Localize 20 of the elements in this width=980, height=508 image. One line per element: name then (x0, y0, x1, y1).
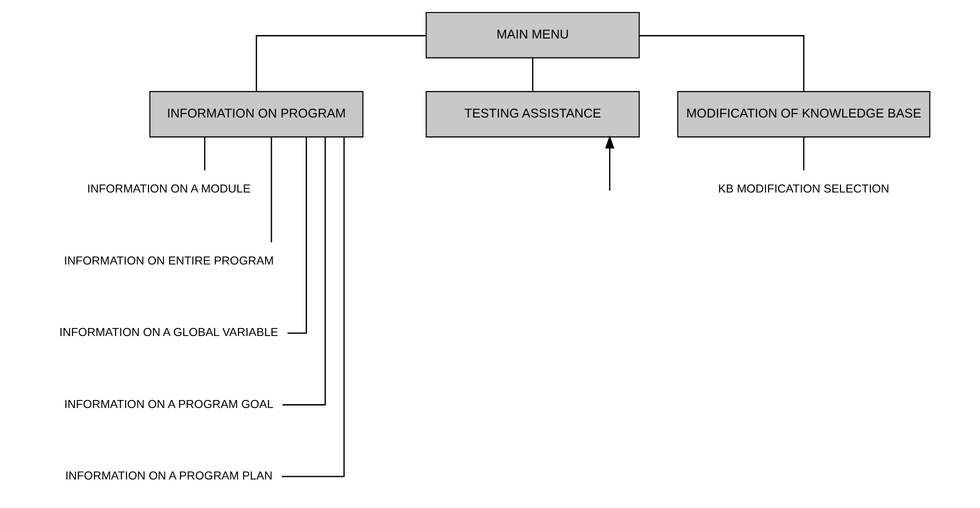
node-text: INFORMATION ON A GLOBAL VARIABLE (59, 326, 278, 340)
node-text: INFORMATION ON A PROGRAM PLAN (65, 469, 272, 482)
node-text: INFORMATION ON ENTIRE PROGRAM (64, 254, 274, 268)
connector (532, 58, 534, 92)
node-text: INFORMATION ON A MODULE (87, 182, 251, 196)
connector (803, 137, 804, 170)
node-box: INFORMATION ON PROGRAM (149, 91, 364, 138)
connector (204, 137, 206, 170)
connector (288, 137, 307, 334)
connector (639, 35, 804, 92)
connector (270, 137, 272, 242)
node-text: INFORMATION ON A PROGRAM GOAL (64, 398, 274, 411)
connector (256, 35, 426, 92)
node-box: TESTING ASSISTANCE (426, 91, 640, 138)
node-box: MAIN MENU (426, 12, 640, 58)
node-box: MODIFICATION OF KNOWLEDGE BASE (677, 91, 930, 138)
arrow (605, 135, 614, 189)
connector (282, 137, 326, 406)
connector (282, 137, 345, 478)
node-text: KB MODIFICATION SELECTION (718, 182, 890, 196)
